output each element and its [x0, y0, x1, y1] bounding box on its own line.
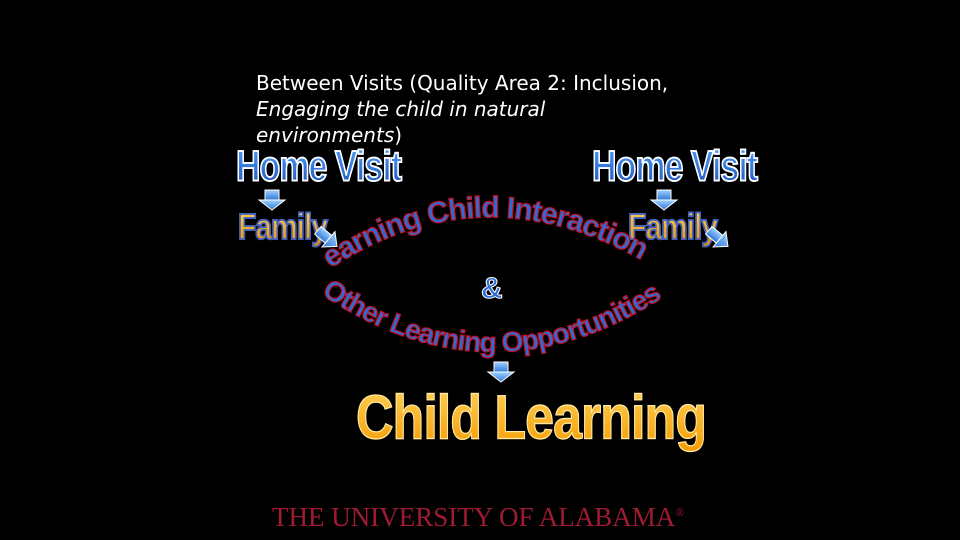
- title-line-2: Engaging the child in natural: [256, 97, 546, 121]
- university-logo: THE UNIVERSITY OF ALABAMA®: [272, 502, 684, 533]
- arrow-down-icon-left: [257, 189, 287, 211]
- ampersand-label: &: [481, 272, 504, 306]
- arc-bottom-textpath: Other Learning Opportunities: [317, 273, 667, 359]
- family-left-label: Family: [237, 207, 329, 248]
- university-logo-text: THE UNIVERSITY OF ALABAMA: [272, 502, 676, 532]
- registered-mark: ®: [675, 505, 685, 519]
- title-line-3-end: ): [394, 123, 403, 147]
- title-line-3: environments): [256, 123, 402, 147]
- arrow-diagonal-icon-right: [704, 225, 729, 248]
- title-line-1: Between Visits (Quality Area 2: Inclusio…: [256, 71, 669, 95]
- home-visit-right-label: Home Visit: [591, 142, 759, 191]
- arrow-down-icon-right: [649, 189, 679, 211]
- arrow-down-icon-center: [486, 361, 516, 383]
- home-visit-left-label: Home Visit: [235, 142, 403, 191]
- child-learning-label: Child Learning: [356, 383, 708, 454]
- arc-bottom-text: Other Learning Opportunities: [318, 273, 666, 358]
- family-right-label: Family: [627, 207, 719, 248]
- slide-title: Between Visits (Quality Area 2: Inclusio…: [256, 70, 696, 148]
- title-line-3-italic: environments: [256, 123, 395, 147]
- arrow-diagonal-icon-left: [313, 225, 338, 248]
